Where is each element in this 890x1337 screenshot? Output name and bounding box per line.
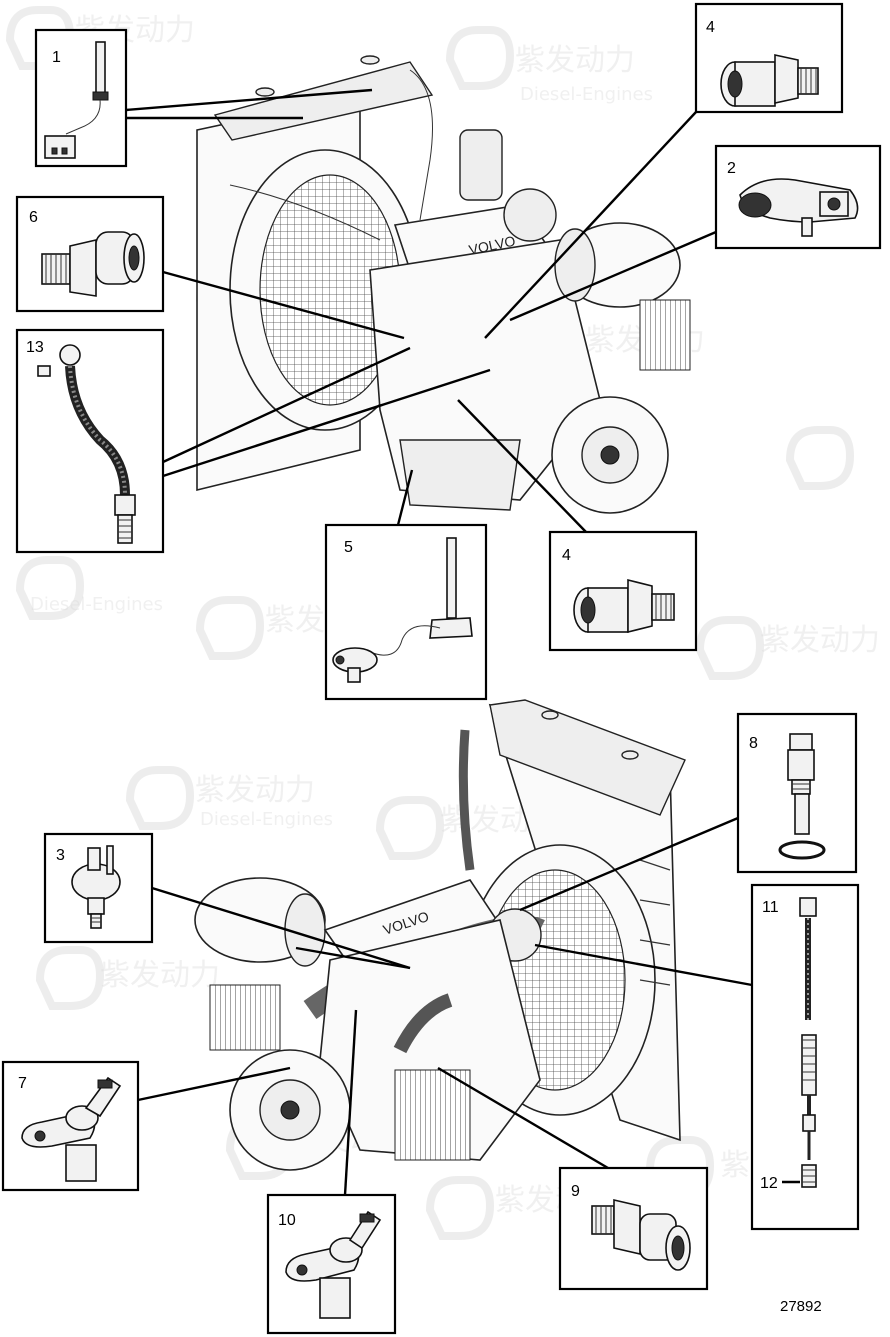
temperature-sensor-cable-icon: [37, 344, 136, 544]
leader-line-5: [396, 469, 414, 526]
leader-line-6: [162, 270, 405, 340]
lower-expansion-tank: [489, 699, 686, 816]
callout-box-4-top[interactable]: 4: [694, 2, 844, 114]
pressure-sensor-icon: [591, 1198, 691, 1271]
watermark-brand: Diesel-Engines: [520, 84, 653, 105]
upper-air-cleaner-end: [554, 228, 596, 302]
callout-box-10[interactable]: 10: [266, 1193, 397, 1335]
callout-box-2[interactable]: 2: [714, 144, 882, 250]
upper-coolant-hose: [409, 69, 433, 221]
callout-number: 4: [562, 547, 571, 564]
lower-coolant-hose: [458, 729, 475, 871]
watermark-logo-icon: [40, 950, 100, 1006]
upper-engine-assembly: VOLVO: [196, 55, 691, 514]
oil-level-sensor-icon: [332, 537, 473, 683]
watermark-brand: Diesel-Engines: [200, 809, 333, 830]
callout-number: 10: [278, 1212, 296, 1229]
leader-line-7: [137, 1066, 291, 1102]
callout-number: 11: [762, 899, 779, 916]
callout-number: 4: [706, 19, 715, 36]
callout-number: 2: [727, 160, 736, 177]
speed-sensor-icon: [778, 733, 826, 860]
watermark-logo-icon: [430, 1180, 490, 1236]
leader-line-9: [437, 1066, 609, 1170]
fuel-pressure-sensor-cable-icon: [799, 897, 817, 1188]
callout-number: 5: [344, 539, 353, 556]
leader-line-11: [534, 943, 753, 987]
callout-number: 1: [52, 49, 61, 66]
pressure-switch-icon: [41, 231, 145, 297]
watermark-logo-icon: [450, 30, 510, 86]
watermark-logo-icon: [380, 800, 440, 856]
tank-cap-icon: [255, 87, 275, 97]
callout-number: 3: [56, 847, 65, 864]
watermark-logo-icon: [700, 620, 760, 676]
callout-box-6[interactable]: 6: [15, 195, 165, 313]
watermark-logo-icon: [130, 770, 190, 826]
tank-cap-icon: [541, 710, 559, 720]
leader-lines: [125, 88, 753, 1196]
lower-engine-assembly: VOLVO: [194, 699, 686, 1171]
watermark-brand: Diesel-Engines: [30, 594, 163, 615]
upper-intake-pipe: [459, 129, 503, 201]
watermark-logo-icon: [200, 600, 260, 656]
upper-flywheel-hub: [600, 445, 620, 465]
pressure-sensor-icon: [720, 54, 819, 107]
upper-oil-pan: [399, 439, 521, 511]
callout-box-7[interactable]: 7: [1, 1060, 140, 1192]
callout-box-1[interactable]: 1: [34, 28, 128, 168]
leader-line-3a: [151, 886, 411, 970]
callout-box-8[interactable]: 8: [736, 712, 858, 874]
watermark-brand: 紫发动力: [515, 43, 635, 78]
lower-cooler-core: [209, 984, 281, 1051]
leader-line-4b: [457, 399, 587, 533]
upper-cooler-core: [639, 299, 691, 371]
drawing-reference-number: 27892: [780, 1298, 822, 1315]
leader-line-3b: [295, 946, 411, 970]
lower-flywheel-hub: [280, 1100, 300, 1120]
upper-turbo: [503, 188, 557, 242]
upper-harness: [229, 184, 381, 241]
leader-line-4a: [484, 111, 697, 339]
watermark-logo-icon: [790, 430, 850, 486]
callout-number: 8: [749, 735, 758, 752]
callout-number: 9: [571, 1183, 580, 1200]
leader-line-1a: [125, 88, 373, 112]
camshaft-sensor-icon: [21, 1076, 122, 1182]
watermark-brand: 紫发动力: [760, 623, 880, 658]
lower-radiator-pipes: [639, 859, 671, 986]
callout-number: 7: [18, 1075, 27, 1092]
callout-box-11[interactable]: 11 12: [750, 883, 860, 1231]
callout-box-13[interactable]: 13: [15, 328, 165, 554]
boost-pressure-sensor-icon: [738, 178, 859, 237]
leader-line-10: [343, 1009, 358, 1196]
lower-oil-pipe: [393, 993, 453, 1054]
callout-number: 12: [760, 1175, 778, 1192]
callout-box-5[interactable]: 5: [324, 523, 488, 701]
tank-cap-icon: [360, 55, 380, 65]
watermark-brand: 紫发动力: [100, 958, 220, 993]
callout-frame: [15, 328, 165, 554]
watermark-brand: 紫发动力: [195, 773, 315, 808]
coolant-level-sensor-icon: [44, 41, 109, 159]
oil-pressure-temp-sensor-icon: [71, 845, 121, 929]
crankshaft-sensor-icon: [285, 1210, 382, 1319]
pressure-sensor-icon: [573, 578, 675, 634]
upper-expansion-tank: [213, 61, 434, 141]
callout-box-9[interactable]: 9: [558, 1166, 709, 1291]
callout-number: 6: [29, 209, 38, 226]
callout-number: 13: [26, 339, 44, 356]
leader-line-8: [519, 816, 739, 912]
leader-line-2: [509, 230, 717, 322]
callout-box-3[interactable]: 3: [43, 832, 154, 944]
callout-box-4-middle[interactable]: 4: [548, 530, 698, 652]
leader-line-13b: [162, 368, 491, 478]
leader-line-13a: [162, 346, 411, 464]
lower-oil-cooler: [394, 1069, 471, 1161]
tank-cap-icon: [621, 750, 639, 760]
